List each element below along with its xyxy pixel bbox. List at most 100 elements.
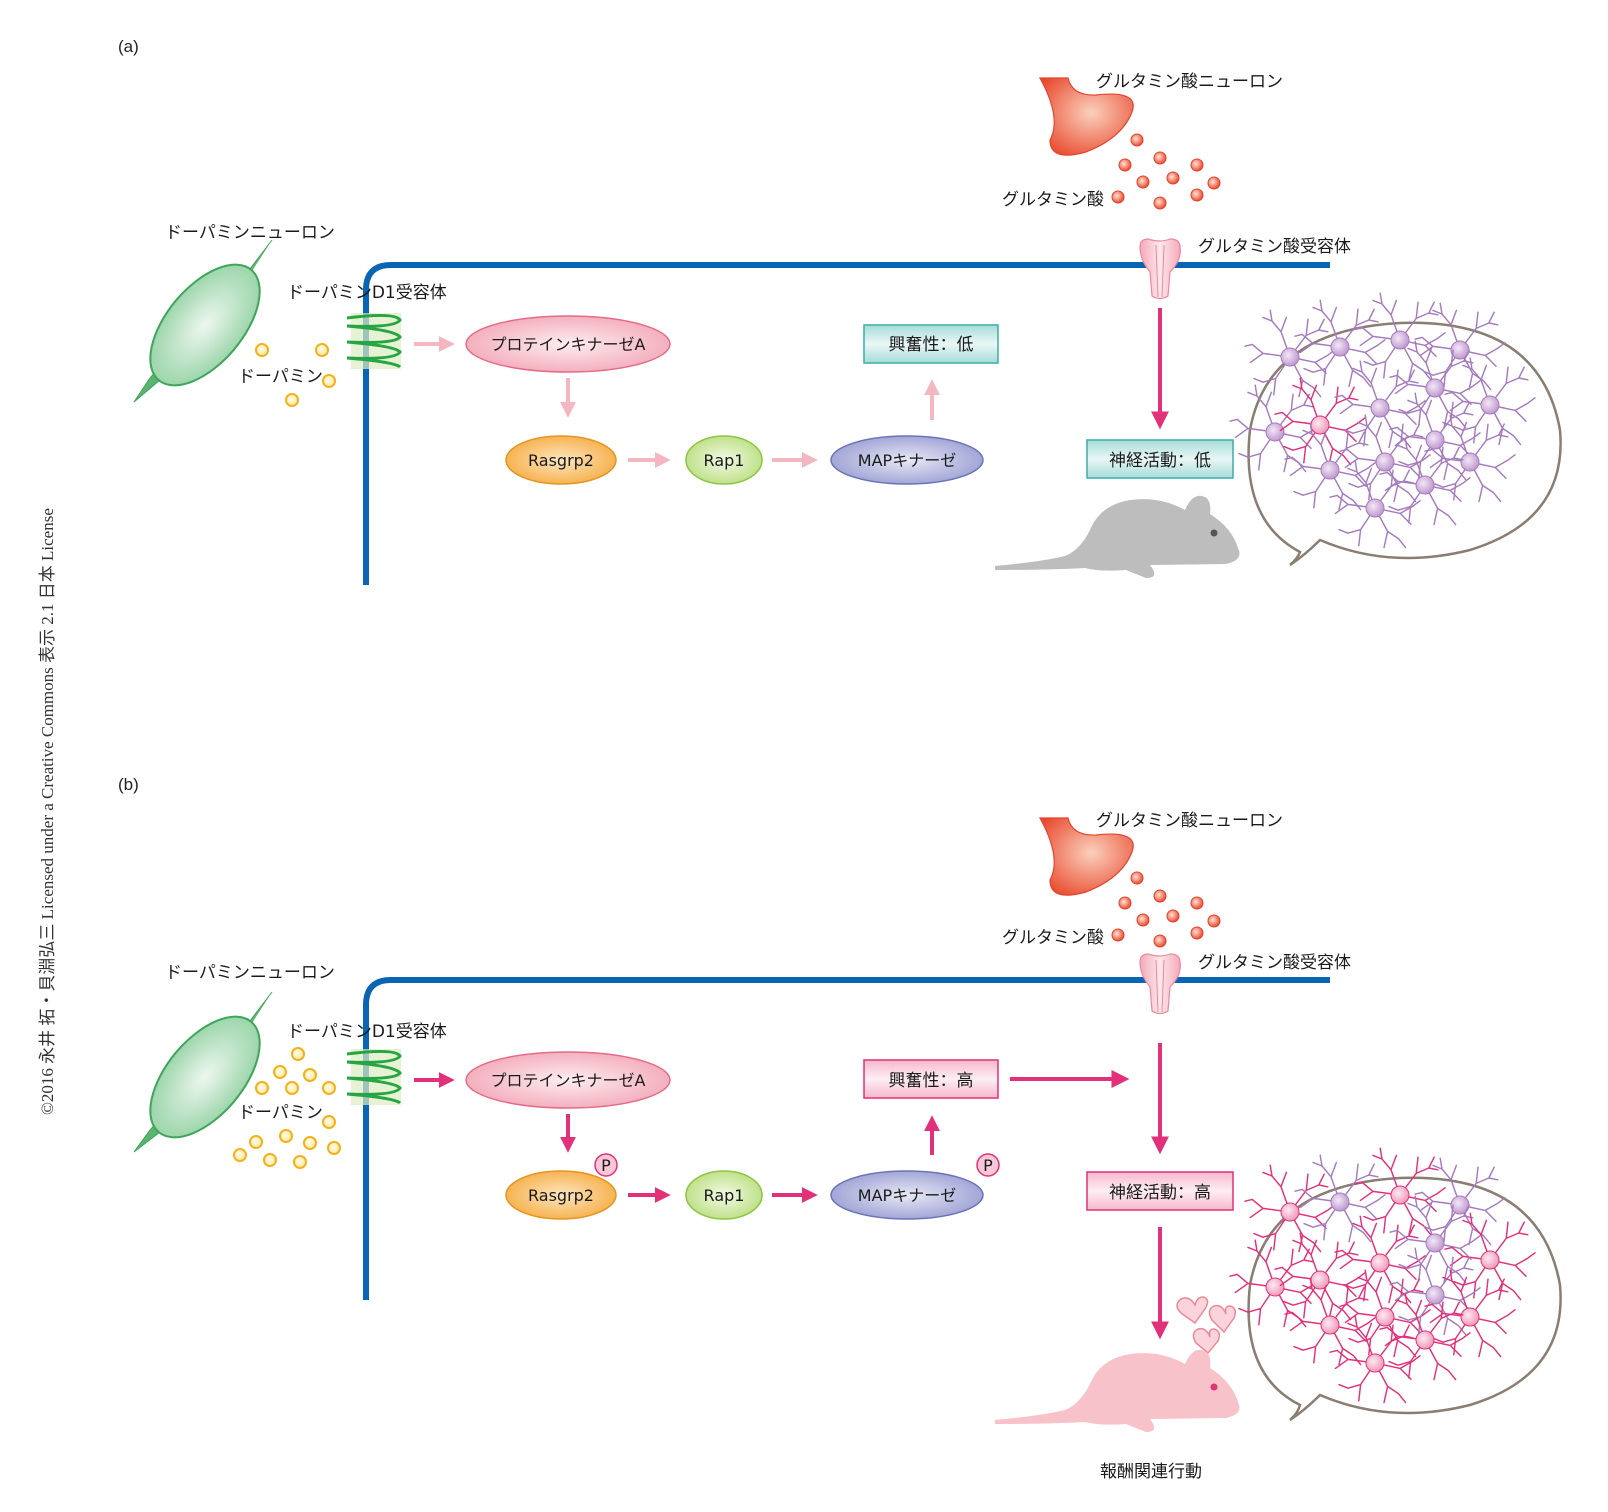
d1-receptor-icon (346, 313, 402, 369)
inactive-neuron (1480, 395, 1500, 415)
glutamate-molecules (1111, 133, 1221, 210)
panel-a: (a) ドーパミンニューロン ドーパミン ドーパミンD1受容体 プロテインキナー… (118, 37, 1562, 585)
glutamate-dot (1190, 158, 1204, 172)
heart-icon (1192, 1327, 1221, 1355)
inactive-neuron (1390, 330, 1410, 350)
behavior-label: 報酬関連行動 (1100, 1462, 1202, 1482)
brain-activity-bubble (1229, 292, 1562, 567)
node-rap1-label: Rap1 (704, 451, 745, 470)
active-neuron (1370, 1253, 1390, 1273)
dopamine-neuron-icon (133, 991, 273, 1153)
glutamate-neuron-label: グルタミン酸ニューロン (1096, 811, 1283, 831)
dopamine-dot (303, 1068, 317, 1082)
inactive-neuron (1370, 398, 1390, 418)
glutamate-dot (1166, 171, 1180, 185)
node-mapk: MAPキナーゼ (830, 1170, 984, 1220)
inactive-neuron (1265, 422, 1285, 442)
dopamine-dot (273, 1065, 287, 1079)
glutamate-dot (1153, 151, 1167, 165)
glutamate-receptor-label: グルタミン酸受容体 (1198, 953, 1351, 973)
node-pka: プロテインキナーゼA (465, 315, 671, 373)
phospho-badge: P (976, 1153, 1000, 1177)
dopamine-dot (249, 1135, 263, 1149)
glutamate-molecules (1111, 871, 1221, 948)
active-neuron (1415, 1330, 1435, 1350)
dopamine-dot (255, 343, 269, 357)
glutamate-dot (1118, 158, 1132, 172)
glutamate-dot (1118, 896, 1132, 910)
active-neuron (1280, 1202, 1300, 1222)
neural-activity-box: 神経活動：高 (1086, 1171, 1234, 1211)
dopamine-dot (322, 374, 336, 388)
inactive-neuron (1425, 378, 1445, 398)
glutamate-dot (1153, 934, 1167, 948)
glutamate-dot (1153, 889, 1167, 903)
dopamine-dot (255, 1081, 269, 1095)
mouse-icon (995, 1349, 1240, 1432)
dopamine-dot (233, 1148, 247, 1162)
dopamine-dot (303, 1136, 317, 1150)
node-rasgrp2: Rasgrp2 (505, 1170, 617, 1220)
active-neuron (1460, 1307, 1480, 1327)
glutamate-dot (1111, 928, 1125, 942)
glutamate-neuron-icon (1038, 817, 1134, 896)
phospho-label: P (983, 1156, 993, 1175)
active-neuron (1375, 1307, 1395, 1327)
inactive-neuron (1415, 475, 1435, 495)
dopamine-label: ドーパミン (238, 367, 323, 387)
neural-activity-label: 神経活動：低 (1109, 451, 1211, 471)
glutamate-dot (1190, 188, 1204, 202)
active-neuron (1390, 1185, 1410, 1205)
dopamine-dot (315, 343, 329, 357)
panel-label: (a) (118, 37, 139, 56)
glutamate-receptor-icon (1139, 953, 1181, 1015)
phospho-badge: P (594, 1153, 618, 1177)
dopamine-molecules (255, 343, 336, 407)
glutamate-dot (1153, 196, 1167, 210)
node-rap1-label: Rap1 (704, 1186, 745, 1205)
d1-receptor-label: ドーパミンD1受容体 (287, 283, 447, 303)
dopamine-molecules (233, 1047, 341, 1169)
panel-label: (b) (118, 775, 139, 794)
node-pka: プロテインキナーゼA (465, 1051, 671, 1109)
node-pka-label: プロテインキナーゼA (491, 335, 646, 354)
active-neuron (1365, 1353, 1385, 1373)
excitability-label: 興奮性：高 (889, 1071, 974, 1091)
neural-activity-box: 神経活動：低 (1086, 439, 1234, 479)
neuron-network-b (1229, 1147, 1536, 1404)
heart-icon (1208, 1304, 1237, 1334)
neural-activity-label: 神経活動：高 (1109, 1183, 1211, 1203)
cell-membrane (363, 262, 1330, 585)
dopamine-dot (279, 1129, 293, 1143)
dopamine-dot (327, 1141, 341, 1155)
cell-membrane (363, 977, 1330, 1300)
inactive-neuron (1330, 1192, 1350, 1212)
dopamine-dot (263, 1153, 277, 1167)
inactive-neuron (1375, 452, 1395, 472)
dopamine-dot (293, 1155, 307, 1169)
glutamate-dot (1190, 896, 1204, 910)
inactive-neuron (1425, 1233, 1445, 1253)
d1-receptor-label: ドーパミンD1受容体 (287, 1022, 447, 1042)
panel-b: (b) ドーパミンニューロン ドーパミン ドーパミンD1受容体 プロテインキナー… (118, 775, 1562, 1482)
mouse-icon (995, 495, 1240, 578)
dopamine-dot (291, 1047, 305, 1061)
active-neuron (1480, 1250, 1500, 1270)
dopamine-dot (285, 393, 299, 407)
inactive-neuron (1425, 1285, 1445, 1305)
active-neuron (1265, 1277, 1285, 1297)
glutamate-dot (1136, 913, 1150, 927)
node-pka-label: プロテインキナーゼA (491, 1071, 646, 1090)
node-rap1: Rap1 (685, 1170, 763, 1220)
excitability-box: 興奮性：高 (863, 1059, 999, 1099)
glutamate-label: グルタミン酸 (1002, 190, 1104, 210)
glutamate-receptor-icon (1139, 238, 1181, 300)
glutamate-neuron-icon (1038, 77, 1134, 156)
neuron-network-a (1229, 292, 1536, 549)
dopamine-label: ドーパミン (238, 1103, 323, 1123)
glutamate-dot (1136, 175, 1150, 189)
glutamate-dot (1130, 133, 1144, 147)
dopamine-dot (322, 1081, 336, 1095)
glutamate-neuron-label: グルタミン酸ニューロン (1096, 72, 1283, 92)
glutamate-dot (1111, 190, 1125, 204)
